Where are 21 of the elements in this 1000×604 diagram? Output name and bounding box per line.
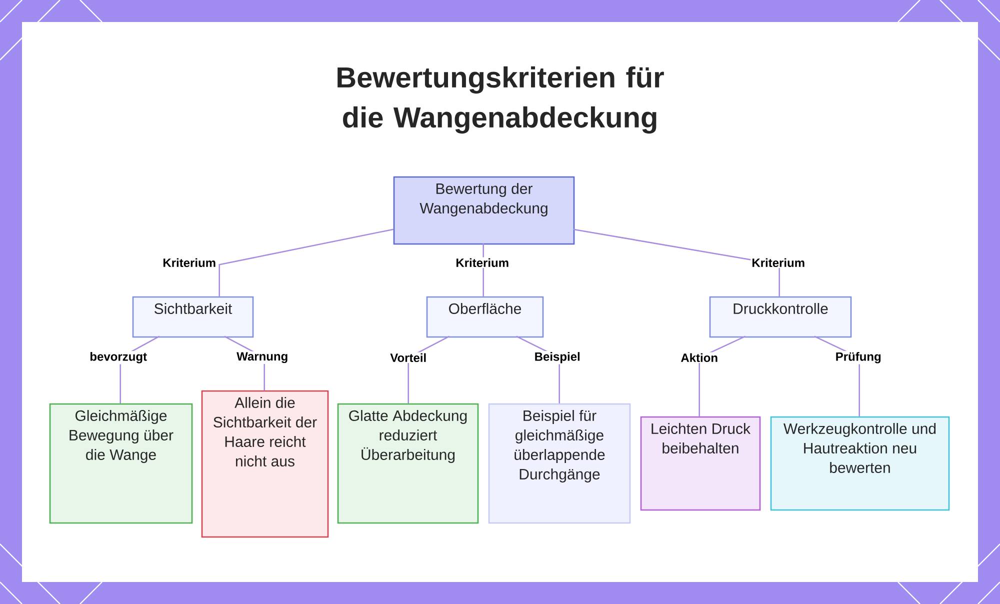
detail-box: Beispiel für gleichmäßige überlappende Durchgänge — [488, 403, 631, 524]
edge-label: Beispiel — [533, 351, 582, 364]
detail-box: Glatte Abdeckung reduziert Überarbeitung — [337, 403, 479, 524]
category-box: Druckkontrolle — [709, 296, 852, 338]
category-box: Sichtbarkeit — [132, 296, 254, 338]
detail-box: Leichten Druck beibehalten — [640, 416, 761, 511]
edge-label: Kriterium — [454, 257, 510, 268]
edge-label: Prüfung — [834, 351, 882, 364]
edge-label: bevorzugt — [88, 351, 148, 364]
connector — [218, 228, 394, 296]
detail-box: Werkzeugkontrolle und Hautreaktion neu bewerten — [770, 416, 950, 511]
edge-label: Warnung — [236, 351, 290, 364]
edge-label: Aktion — [680, 352, 720, 364]
edge-label: Kriterium — [162, 257, 218, 268]
edge-label: Vorteil — [389, 352, 428, 364]
category-box: Oberfläche — [426, 296, 544, 338]
detail-box: Gleichmäßige Bewegung über die Wange — [49, 403, 193, 524]
title: Bewertungskriterien für die Wangenabdeckung — [338, 66, 664, 134]
detail-box: Allein die Sichtbarkeit der Haare reicht nicht aus — [201, 390, 329, 538]
root-box: Bewertung der Wangenabdeckung — [393, 176, 575, 245]
edge-label: Kriterium — [750, 257, 806, 268]
